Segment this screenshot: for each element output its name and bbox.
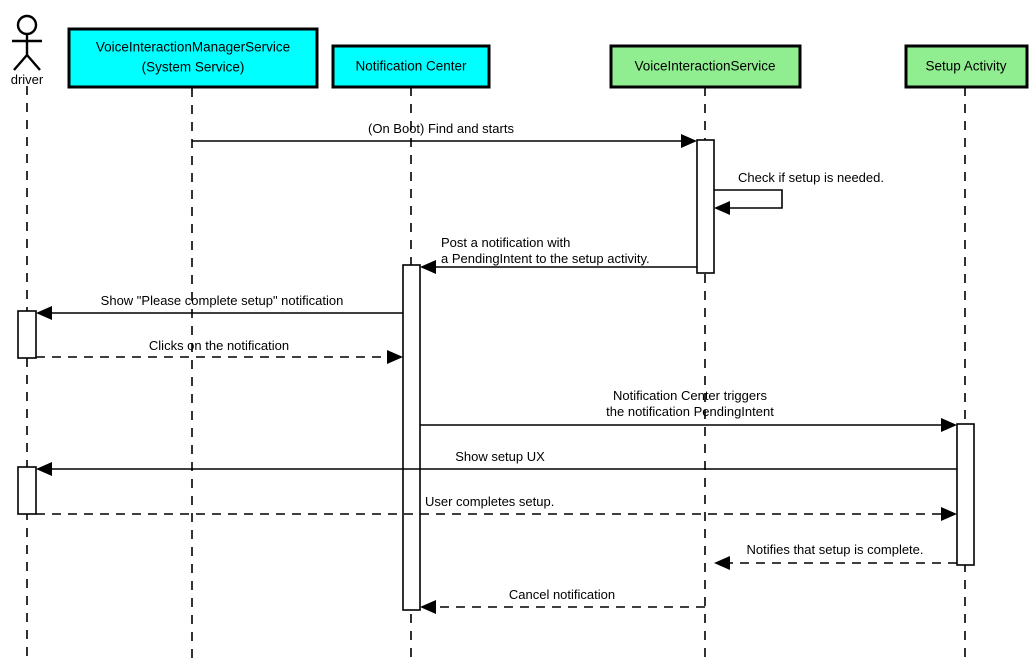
arrowhead-left-icon xyxy=(714,556,730,570)
arrowhead-right-icon xyxy=(941,507,957,521)
message-label-check-if-setup-needed: Check if setup is needed. xyxy=(738,170,884,185)
actor-leg-left-icon xyxy=(13,54,28,71)
message-label-user-completes-setup: User completes setup. xyxy=(425,494,554,509)
message-label-show-setup-ux: Show setup UX xyxy=(455,449,545,464)
message-post-notification[interactable]: Post a notification with a PendingIntent… xyxy=(420,235,697,274)
message-show-notification[interactable]: Show "Please complete setup" notificatio… xyxy=(36,293,403,320)
message-find-and-starts[interactable]: (On Boot) Find and starts xyxy=(192,121,697,148)
message-trigger-pending-intent[interactable]: Notification Center triggers the notific… xyxy=(420,388,957,432)
message-label-show-notification: Show "Please complete setup" notificatio… xyxy=(101,293,344,308)
participant-label-driver: driver xyxy=(11,72,44,87)
message-label-cancel-notification: Cancel notification xyxy=(509,587,615,602)
participant-vis[interactable]: VoiceInteractionService xyxy=(609,44,802,89)
activation-driver-1 xyxy=(17,310,37,359)
actor-leg-right-icon xyxy=(26,54,41,71)
participant-label-setup-activity: Setup Activity xyxy=(925,59,1006,74)
participant-label-vims-line1: VoiceInteractionManagerService xyxy=(96,40,290,55)
arrowhead-right-icon xyxy=(941,418,957,432)
arrowhead-left-icon xyxy=(420,600,436,614)
message-label-trigger-pending-intent-line1: Notification Center triggers xyxy=(613,388,767,403)
message-label-notifies-setup-complete: Notifies that setup is complete. xyxy=(746,542,923,557)
arrowhead-right-icon xyxy=(387,350,403,364)
participant-label-vis: VoiceInteractionService xyxy=(634,59,775,74)
participant-driver[interactable]: driver xyxy=(11,14,44,87)
participant-box-setup-activity[interactable] xyxy=(904,44,1029,89)
activation-driver-2 xyxy=(17,466,37,515)
message-clicks-notification[interactable]: Clicks on the notification xyxy=(36,338,403,364)
arrowhead-left-icon xyxy=(36,462,52,476)
participant-box-vims[interactable] xyxy=(67,27,319,89)
message-show-setup-ux[interactable]: Show setup UX xyxy=(36,449,957,476)
arrowhead-right-icon xyxy=(681,134,697,148)
activation-vis xyxy=(696,139,715,274)
message-label-clicks-notification: Clicks on the notification xyxy=(149,338,289,353)
participant-vims[interactable]: VoiceInteractionManagerService (System S… xyxy=(67,27,319,89)
message-check-if-setup-needed[interactable]: Check if setup is needed. xyxy=(714,170,884,215)
participant-notification-center[interactable]: Notification Center xyxy=(331,44,491,89)
activation-notification-center xyxy=(402,264,421,611)
message-label-post-notification-line2: a PendingIntent to the setup activity. xyxy=(441,251,650,266)
participant-box-vis[interactable] xyxy=(609,44,802,89)
participant-label-notification-center: Notification Center xyxy=(355,59,467,74)
message-user-completes-setup[interactable]: User completes setup. xyxy=(36,494,957,521)
activation-bars xyxy=(17,139,975,611)
message-notifies-setup-complete[interactable]: Notifies that setup is complete. xyxy=(714,542,957,570)
arrowhead-left-icon xyxy=(36,306,52,320)
activation-setup-activity xyxy=(956,423,975,566)
message-label-post-notification-line1: Post a notification with xyxy=(441,235,570,250)
arrowhead-left-icon xyxy=(714,201,730,215)
message-cancel-notification[interactable]: Cancel notification xyxy=(420,587,705,614)
arrowhead-left-icon xyxy=(420,260,436,274)
message-label-trigger-pending-intent-line2: the notification PendingIntent xyxy=(606,404,774,419)
participant-box-notification-center[interactable] xyxy=(331,44,491,89)
participant-label-vims-line2: (System Service) xyxy=(142,60,245,75)
message-line-self xyxy=(714,189,783,209)
actor-head-icon xyxy=(16,14,38,36)
message-label-find-and-starts: (On Boot) Find and starts xyxy=(368,121,514,136)
participant-setup-activity[interactable]: Setup Activity xyxy=(904,44,1029,89)
